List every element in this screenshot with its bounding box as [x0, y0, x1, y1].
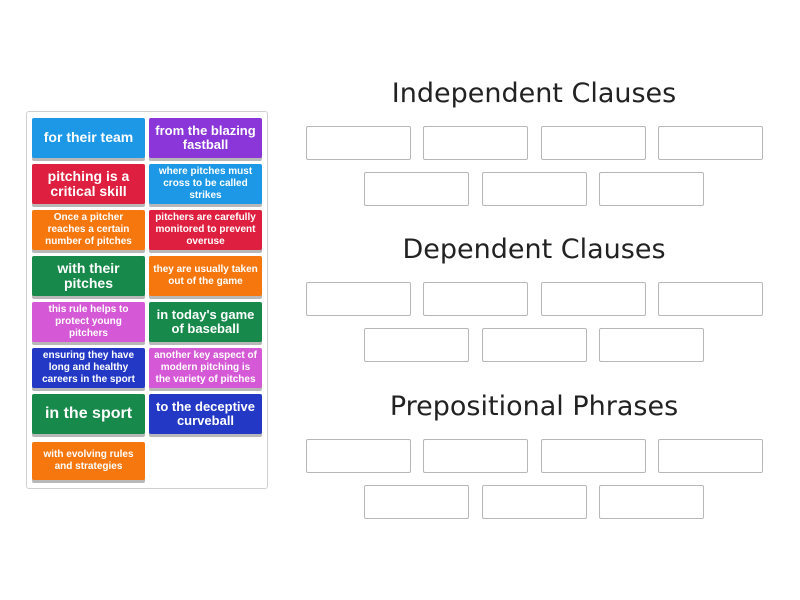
answer-tile[interactable]: where pitches must cross to be called st…	[149, 164, 262, 204]
drop-slot[interactable]	[658, 282, 763, 316]
answer-tile[interactable]: ensuring they have long and healthy care…	[32, 348, 145, 388]
drop-slot[interactable]	[364, 328, 469, 362]
answer-tile[interactable]: Once a pitcher reaches a certain number …	[32, 210, 145, 250]
drop-slot[interactable]	[423, 439, 528, 473]
answer-tile[interactable]: with evolving rules and strategies	[32, 442, 145, 480]
drop-slot[interactable]	[658, 439, 763, 473]
drop-slot[interactable]	[599, 485, 704, 519]
drop-slot[interactable]	[306, 126, 411, 160]
drop-slot[interactable]	[541, 126, 646, 160]
drop-slot[interactable]	[482, 172, 587, 206]
answer-tile[interactable]: for their team	[32, 118, 145, 158]
answer-tile[interactable]: pitchers are carefully monitored to prev…	[149, 210, 262, 250]
group-title-dependent-clauses: Dependent Clauses	[402, 234, 666, 265]
drop-slot[interactable]	[306, 282, 411, 316]
drop-slot[interactable]	[658, 126, 763, 160]
drop-slot[interactable]	[599, 172, 704, 206]
answer-tile[interactable]: another key aspect of modern pitching is…	[149, 348, 262, 388]
answer-tile[interactable]: with their pitches	[32, 256, 145, 296]
drop-slot[interactable]	[599, 328, 704, 362]
drop-slot[interactable]	[306, 439, 411, 473]
answer-tile-tray: for their team from the blazing fastball…	[26, 111, 268, 489]
answer-tile[interactable]: this rule helps to protect young pitcher…	[32, 302, 145, 342]
answer-tile[interactable]: they are usually taken out of the game	[149, 256, 262, 296]
drop-slot[interactable]	[423, 126, 528, 160]
drop-slot[interactable]	[482, 485, 587, 519]
answer-tile[interactable]: pitching is a critical skill	[32, 164, 145, 204]
drop-slot[interactable]	[482, 328, 587, 362]
drop-slot[interactable]	[364, 485, 469, 519]
answer-tile[interactable]: from the blazing fastball	[149, 118, 262, 158]
drop-slot[interactable]	[423, 282, 528, 316]
group-title-prepositional-phrases: Prepositional Phrases	[389, 391, 679, 422]
answer-tile[interactable]: in the sport	[32, 394, 145, 434]
answer-tile[interactable]: to the deceptive curveball	[149, 394, 262, 434]
answer-tile[interactable]: in today's game of baseball	[149, 302, 262, 342]
drop-slot[interactable]	[541, 439, 646, 473]
drop-slot[interactable]	[364, 172, 469, 206]
drop-slot[interactable]	[541, 282, 646, 316]
group-title-independent-clauses: Independent Clauses	[391, 78, 677, 109]
